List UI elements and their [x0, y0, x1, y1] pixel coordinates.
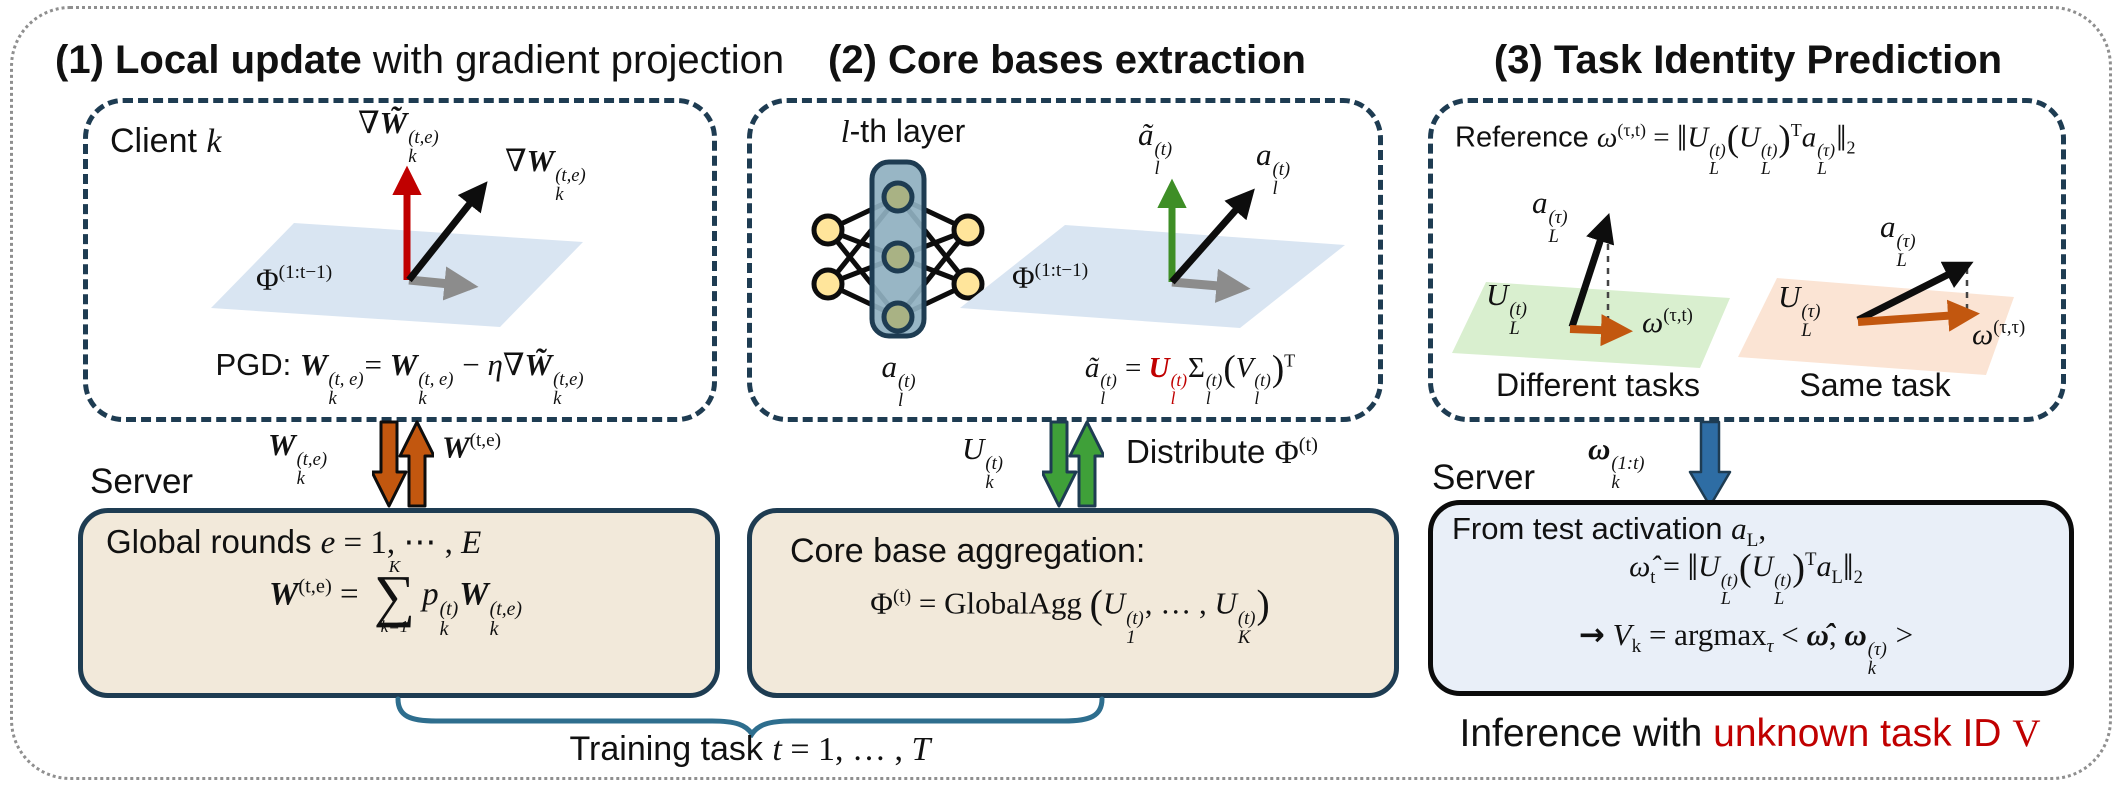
test-activation-line: From test activation aL, [1452, 511, 1767, 552]
section1-title-bold: (1) Local update [55, 38, 362, 82]
upload-bases-arrow [1042, 420, 1078, 508]
test-activation-arrow-right [1856, 261, 1974, 324]
omega-label-right: ω(τ,τ) [1972, 317, 2026, 351]
activation-projection-diagram [960, 178, 1345, 328]
nn-node-hidden [881, 240, 915, 274]
training-task-brace [395, 696, 1105, 738]
upload-weights-arrow [372, 420, 408, 508]
raw-activation-label: a(t)l [1256, 137, 1291, 200]
omega-upload-arrow [1688, 420, 1732, 508]
distribute-label: Distribute Φ(t) [1126, 433, 1318, 471]
svd-lhs: ã(t)l = [1084, 351, 1149, 408]
different-tasks-caption: Different tasks [1496, 367, 1700, 403]
same-task-caption: Same task [1799, 367, 1951, 403]
svd-core-bases: U(t)l [1148, 351, 1187, 408]
inference-prefix: Inference with [1459, 712, 1714, 755]
distribute-bases-arrow [1068, 420, 1104, 508]
section1-title: (1) Local update with gradient projectio… [55, 38, 784, 83]
pgd-equation: PGD: W(t, e)k= W(t, e)k − η∇W̃(t,e)k [215, 347, 584, 410]
subspace-plane [211, 223, 583, 327]
raw-gradient-arrow [406, 181, 488, 283]
nn-node-input [811, 213, 845, 247]
section1-title-rest: with gradient projection [361, 38, 785, 82]
server-label-1: Server [90, 462, 194, 501]
client-box [83, 98, 717, 422]
section2-title: (2) Core bases extraction [828, 38, 1306, 82]
activation-label-right: a(τ)L [1880, 209, 1916, 272]
svd-rhs: Σ(t)l(V(t)l)T [1188, 348, 1296, 408]
subspace-label-1: Φ(1:t−1) [256, 261, 333, 297]
server-aggregation-box-1 [78, 508, 720, 698]
subspace-axis-arrow [408, 266, 479, 301]
task-t-subspace-plane [1452, 282, 1730, 368]
server-aggregation-box-2 [747, 508, 1399, 698]
subspace-axis-arrow-2 [1171, 268, 1251, 303]
inference-unknown-task: unknown task ID V [1713, 712, 2041, 755]
globalagg-equation: Φ(t) = GlobalAgg (U(t)1, … , U(t)K) [870, 582, 1270, 648]
bases-label-left: U(t)L [1486, 277, 1527, 340]
omega-label-left: ω(τ,t) [1642, 305, 1693, 339]
weight-exchange-arrows [372, 420, 434, 508]
upload-bases-label: U(t)k [962, 431, 1003, 494]
nn-node-input [811, 267, 845, 301]
nn-node-hidden [881, 300, 915, 334]
different-task-diagram [1452, 213, 1730, 368]
task-tau-subspace-plane [1738, 278, 2014, 375]
training-task-label: Training task t = 1, … , T [569, 730, 931, 768]
bases-label-right: U(τ)L [1778, 279, 1821, 342]
projection-energy-arrow-left [1569, 314, 1633, 347]
activation-below-nn-label: a(t)l [881, 349, 916, 412]
client-label: Client k [110, 122, 222, 160]
test-activation-arrow-left [1568, 213, 1615, 329]
gradient-projection-diagram [211, 165, 583, 327]
projected-activation-label: ã(t)l [1138, 117, 1173, 180]
nn-node-output [951, 267, 985, 301]
subspace-label-2: Φ(1:t−1) [1012, 259, 1089, 295]
omega-profile-label: ω(1:t)k [1588, 431, 1645, 494]
section3-title: (3) Task Identity Prediction [1493, 38, 2003, 82]
projection-energy-arrow-right [1857, 299, 1980, 332]
bases-exchange-arrows [1042, 420, 1104, 508]
raw-activation-arrow [1169, 188, 1255, 285]
activation-label-left: a(τ)L [1532, 185, 1568, 248]
neural-network-diagram [811, 159, 985, 339]
same-task-diagram [1738, 261, 2014, 375]
projected-gradient-label: ∇W̃(t,e)k [358, 105, 439, 168]
reference-equation: Reference ω(τ,t) = ‖U(t)L(U(t)L)Ta(τ)L‖2 [1455, 118, 1856, 178]
omega-upload-arrow-svg [1688, 420, 1732, 508]
core-bases-box [747, 98, 1383, 422]
global-rounds-line: Global rounds e = 1, ⋯ , E [106, 523, 482, 561]
brace-path [395, 696, 1105, 738]
inference-box [1428, 500, 2074, 696]
omega-hat-equation: ω̂t = ‖U(t)L(U(t)L)TaL‖2 [1629, 546, 1863, 609]
inference-caption: Inference with unknown task ID V [1400, 712, 2100, 756]
dotted-frame [10, 6, 2112, 780]
argmax-equation: → Vk = argmaxτ < ω̂, ω(τ)k > [1578, 617, 1914, 680]
raw-gradient-label: ∇W(t,e)k [505, 143, 586, 206]
task-identity-box [1428, 98, 2066, 422]
global-weights-label: W(t,e) [442, 429, 502, 465]
upload-weights-label: W(t,e)k [268, 427, 328, 490]
layer-label: l-th layer [840, 113, 966, 149]
nn-node-output [951, 213, 985, 247]
server-label-3: Server [1432, 458, 1536, 497]
nn-node-hidden [881, 180, 915, 214]
core-base-aggregation-label: Core base aggregation: [790, 532, 1146, 570]
download-weights-arrow [398, 420, 434, 508]
